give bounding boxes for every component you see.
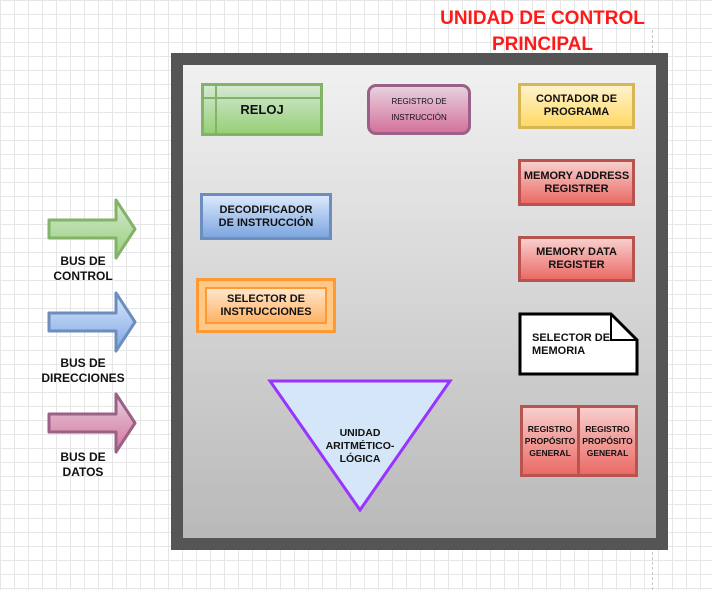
bus-control-line2: CONTROL	[53, 269, 113, 283]
selector-instrucciones-inner-frame	[205, 287, 327, 324]
bus-control-arrow[interactable]	[47, 198, 137, 260]
alu-line1: UNIDAD	[339, 427, 381, 439]
registro-general-2-line1: REGISTRO	[585, 424, 630, 434]
selector-memoria-line1: SELECTOR DE	[532, 332, 611, 344]
memory-data-register-block[interactable]: MEMORY DATA REGISTER	[518, 236, 635, 282]
registro-general-2-line2: PROPÓSITO	[582, 436, 633, 446]
memory-address-register-block[interactable]: MEMORY ADDRESS REGISTRER	[518, 159, 635, 206]
contador-programa-line1: CONTADOR DE	[535, 93, 618, 105]
registro-general-1-line2: PROPÓSITO	[524, 436, 576, 446]
memory-address-register-line1: MEMORY ADDRESS	[523, 169, 630, 182]
selector-instrucciones-line1: SELECTOR DE	[226, 292, 306, 305]
reloj-divider-vertical	[215, 86, 217, 133]
alu-line2: ARITMÉTICO-	[325, 440, 395, 452]
selector-memoria-line2: MEMORIA	[532, 345, 586, 357]
bus-datos-label: BUS DE DATOS	[33, 450, 133, 480]
bus-direcciones-line1: BUS DE	[60, 356, 106, 370]
registro-instruccion-block[interactable]: REGISTRO DE INSTRUCCIÓN	[367, 84, 471, 135]
diagram-title-line1: UNIDAD DE CONTROL	[440, 8, 645, 29]
registro-instruccion-line1: REGISTRO DE	[391, 96, 447, 106]
alu-triangle[interactable]	[267, 379, 453, 513]
bus-datos-arrow[interactable]	[47, 392, 137, 454]
registro-instruccion-line2: INSTRUCCIÓN	[391, 112, 447, 122]
alu-line3: LÓGICA	[339, 453, 381, 465]
contador-programa-block[interactable]: CONTADOR DE PROGRAMA	[518, 83, 635, 129]
selector-instrucciones-line2: INSTRUCCIONES	[220, 305, 312, 318]
bus-direcciones-arrow[interactable]	[47, 291, 137, 353]
bus-control-line1: BUS DE	[60, 254, 106, 268]
bus-direcciones-line2: DIRECCIONES	[41, 371, 125, 385]
registro-proposito-general-block-2[interactable]: REGISTRO PROPÓSITO GENERAL	[577, 405, 638, 477]
selector-instrucciones-block[interactable]: SELECTOR DE INSTRUCCIONES	[196, 278, 336, 333]
registro-general-1-line1: REGISTRO	[527, 424, 573, 434]
registro-general-1-line3: GENERAL	[529, 448, 571, 458]
decodificador-line2: DE INSTRUCCIÓN	[218, 216, 314, 229]
registro-general-2-line3: GENERAL	[586, 448, 629, 458]
reloj-divider-horizontal	[204, 97, 320, 99]
selector-memoria-shape[interactable]	[518, 312, 639, 376]
reloj-label: RELOJ	[240, 102, 284, 117]
bus-datos-line2: DATOS	[62, 465, 104, 479]
bus-direcciones-label: BUS DE DIRECCIONES	[33, 356, 133, 386]
selector-memoria-fold	[610, 314, 637, 341]
memory-data-register-line2: REGISTER	[548, 259, 605, 271]
memory-data-register-line1: MEMORY DATA	[536, 246, 617, 258]
diagram-title: UNIDAD DE CONTROL PRINCIPAL	[410, 6, 675, 58]
contador-programa-line2: PROGRAMA	[543, 106, 610, 118]
bus-control-label: BUS DE CONTROL	[33, 254, 133, 284]
memory-address-register-line2: REGISTRER	[544, 182, 609, 195]
decodificador-line1: DECODIFICADOR	[219, 203, 313, 216]
diagram-title-line2: PRINCIPAL	[492, 34, 593, 55]
reloj-block[interactable]: RELOJ	[201, 83, 323, 136]
alu-label: UNIDAD ARITMÉTICO- LÓGICA	[310, 427, 410, 466]
decodificador-block[interactable]: DECODIFICADOR DE INSTRUCCIÓN	[200, 193, 332, 240]
bus-datos-line1: BUS DE	[60, 450, 106, 464]
selector-memoria-label: SELECTOR DE MEMORIA	[522, 332, 614, 358]
